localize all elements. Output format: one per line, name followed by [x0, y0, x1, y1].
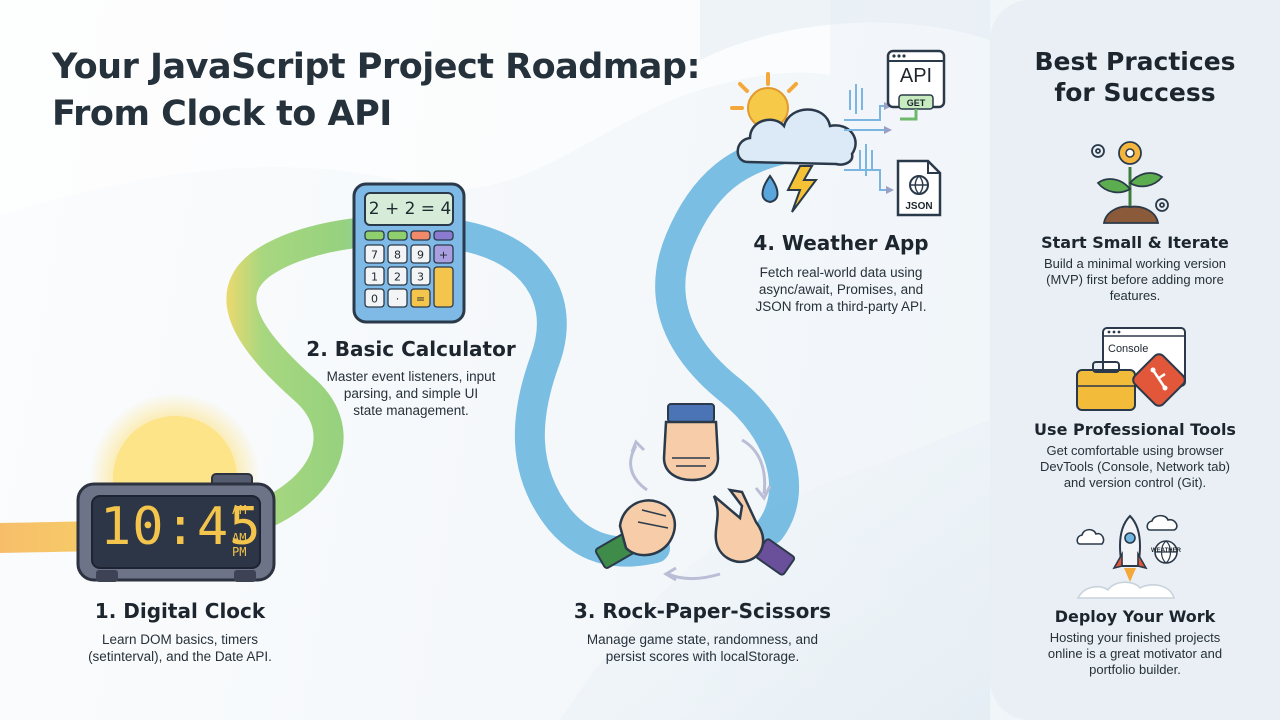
calculator-key-label: 1	[371, 271, 378, 284]
practice-3-description: Hosting your finished projects online is…	[1010, 630, 1260, 678]
step-4-heading: 4. Weather App	[753, 231, 929, 255]
page-title-line-2: From Clock to API	[52, 94, 392, 134]
calculator-key	[364, 288, 385, 308]
step-1-desc-line-2: (setinterval), and the Date API.	[88, 649, 272, 664]
practice-2-heading: Use Professional Tools	[1034, 420, 1236, 439]
calculator-key-label: ·	[396, 293, 400, 306]
clock-ampm-line-1: AM/	[232, 531, 254, 545]
toolbox-console-icon	[1076, 327, 1186, 411]
calculator-key	[387, 244, 408, 264]
step-1-desc-line-1: Learn DOM basics, timers	[101, 632, 259, 647]
calculator-display-text: 2 + 2 = 4	[368, 199, 452, 219]
get-badge: GET	[906, 98, 926, 108]
calculator-function-key	[433, 230, 454, 241]
rock-paper-scissors-hands-icon	[594, 403, 796, 582]
practice-2-desc-line-1: Get comfortable using browser	[1046, 443, 1224, 458]
practice-1-desc-line-3: features.	[1109, 288, 1161, 303]
clock-ampm-line-2: PM	[232, 545, 247, 559]
practice-2-description: Get comfortable using browser DevTools (…	[1010, 443, 1260, 491]
console-label: Console	[1108, 343, 1149, 355]
calculator-key	[387, 266, 408, 286]
calculator-key-label: 0	[371, 293, 378, 306]
practice-3-heading: Deploy Your Work	[1054, 607, 1216, 626]
growing-plant-gears-icon	[1091, 141, 1169, 224]
calculator-key-label: 8	[394, 249, 401, 262]
practice-2-desc-line-2: DevTools (Console, Network tab)	[1039, 459, 1231, 474]
step-3-desc-line-1: Manage game state, randomness, and	[586, 632, 819, 647]
calculator-key-label: 7	[371, 249, 378, 262]
step-2-desc-line-3: state management.	[353, 403, 469, 418]
page-title-line-1: Your JavaScript Project Roadmap:	[52, 47, 700, 87]
json-label: JSON	[905, 201, 933, 212]
step-4-desc-line-1: Fetch real-world data using	[759, 265, 923, 280]
api-label: API	[899, 65, 933, 87]
step-3-description: Manage game state, randomness, and persi…	[560, 631, 845, 665]
practice-1-desc-line-2: (MVP) first before adding more	[1046, 272, 1224, 287]
calculator-key-label: 3	[417, 271, 424, 284]
calculator-key-label: 2	[394, 271, 401, 284]
best-practices-heading-line-1: Best Practices	[1034, 47, 1236, 76]
step-2-description: Master event listeners, input parsing, a…	[300, 368, 522, 419]
step-3-desc-line-2: persist scores with localStorage.	[605, 649, 800, 664]
calculator-key-label: =	[416, 293, 425, 306]
calculator-key	[364, 266, 385, 286]
step-4-desc-line-3: JSON from a third-party API.	[755, 299, 927, 314]
calculator-key	[433, 266, 454, 308]
step-1-heading: 1. Digital Clock	[94, 599, 266, 623]
practice-1-desc-line-1: Build a minimal working version	[1043, 256, 1227, 271]
calculator-key-label: +	[439, 249, 448, 262]
calculator-key	[433, 244, 454, 264]
practice-3-desc-line-1: Hosting your finished projects	[1049, 630, 1221, 645]
calculator-keypad: 7 8 9 +1 2 3 0 · =	[364, 230, 454, 308]
data-flow-arrows	[844, 84, 894, 194]
practice-3-desc-line-3: portfolio builder.	[1089, 662, 1181, 677]
weather-cloud-sun-icon	[730, 72, 857, 213]
calculator-key	[387, 288, 408, 308]
best-practices-heading-line-2: for Success	[1054, 78, 1216, 107]
step-3-heading: 3. Rock-Paper-Scissors	[573, 599, 832, 623]
step-4-description: Fetch real-world data using async/await,…	[730, 264, 952, 315]
practice-1-heading: Start Small & Iterate	[1041, 233, 1229, 252]
calculator-function-key	[387, 230, 408, 241]
clock-time-display: 10:45	[100, 497, 262, 557]
step-1-description: Learn DOM basics, timers (setinterval), …	[60, 631, 300, 665]
calculator-function-key	[364, 230, 385, 241]
json-file-icon	[896, 159, 942, 217]
practice-1-description: Build a minimal working version (MVP) fi…	[1010, 256, 1260, 304]
practice-2-desc-line-3: and version control (Git).	[1063, 475, 1207, 490]
best-practices-heading: Best Practices for Success	[990, 46, 1280, 108]
weather-label: WEATHER	[1151, 548, 1181, 554]
clock-am-label: AM	[232, 503, 247, 517]
clock-ampm-label: AM/ PM	[232, 531, 254, 559]
calculator-key	[410, 244, 431, 264]
rocket-cloud-icon	[1076, 514, 1178, 599]
calculator-icon: 7 8 9 +1 2 3 0 · =	[352, 182, 466, 324]
page-title: Your JavaScript Project Roadmap: From Cl…	[52, 44, 752, 138]
api-window-icon	[886, 49, 946, 121]
calculator-key-label: 9	[417, 249, 424, 262]
calculator-function-key	[410, 230, 431, 241]
step-2-desc-line-1: Master event listeners, input	[326, 369, 496, 384]
calculator-key	[410, 288, 431, 308]
digital-clock-icon	[76, 473, 276, 582]
step-2-heading: 2. Basic Calculator	[306, 337, 516, 361]
calculator-key	[364, 244, 385, 264]
practice-3-desc-line-2: online is a great motivator and	[1047, 646, 1223, 661]
step-4-desc-line-2: async/await, Promises, and	[758, 282, 924, 297]
step-2-desc-line-2: parsing, and simple UI	[343, 386, 479, 401]
calculator-key	[410, 266, 431, 286]
